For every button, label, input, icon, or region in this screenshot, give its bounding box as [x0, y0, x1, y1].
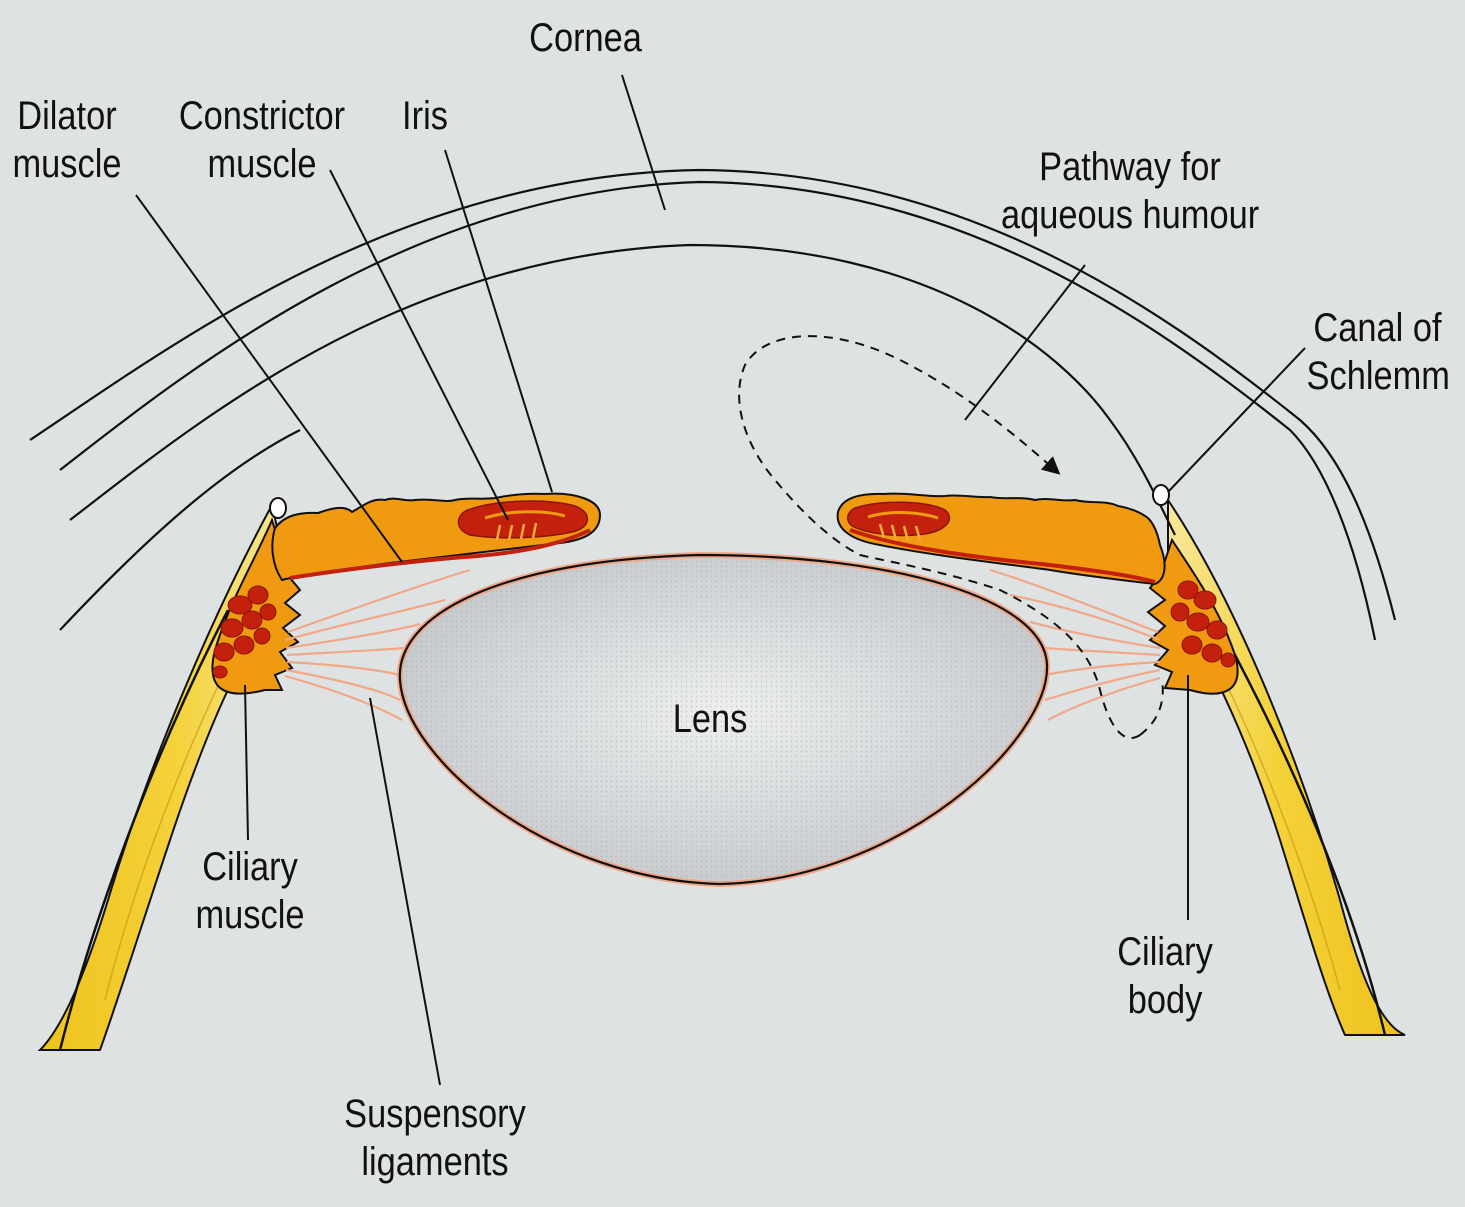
suspensory-line2: ligaments	[340, 1138, 529, 1186]
pathway-line1: Pathway for	[1001, 143, 1259, 191]
constrictor-line2: muscle	[176, 140, 348, 188]
ciliary-muscle-line1: Ciliary	[190, 843, 310, 891]
dilator-line1: Dilator	[11, 92, 123, 140]
canal-line1: Canal of	[1307, 304, 1449, 352]
leader-ciliary-muscle	[245, 685, 248, 840]
label-pathway-aqueous-humour: Pathway for aqueous humour	[1001, 143, 1259, 239]
cornea-text: Cornea	[529, 14, 641, 62]
label-ciliary-muscle: Ciliary muscle	[190, 843, 310, 939]
canal-of-schlemm-right	[1153, 485, 1169, 505]
leader-cornea	[622, 75, 665, 210]
ciliary-body-line2: body	[1109, 976, 1221, 1024]
iris-text: Iris	[391, 92, 460, 140]
leader-dilator	[136, 195, 402, 562]
leader-pathway	[965, 265, 1085, 420]
ciliary-body-line1: Ciliary	[1109, 928, 1221, 976]
lens-text: Lens	[663, 695, 758, 743]
leader-canal	[1168, 348, 1305, 492]
label-cornea: Cornea	[529, 14, 641, 62]
label-canal-of-schlemm: Canal of Schlemm	[1307, 304, 1449, 400]
label-suspensory-ligaments: Suspensory ligaments	[340, 1090, 529, 1186]
label-dilator-muscle: Dilator muscle	[11, 92, 123, 188]
canal-line2: Schlemm	[1307, 352, 1449, 400]
label-constrictor-muscle: Constrictor muscle	[176, 92, 348, 188]
suspensory-line1: Suspensory	[340, 1090, 529, 1138]
label-iris: Iris	[391, 92, 460, 140]
label-lens: Lens	[663, 695, 758, 743]
canal-of-schlemm-left	[270, 498, 286, 518]
leader-suspensory	[370, 698, 440, 1085]
dilator-line2: muscle	[11, 140, 123, 188]
ciliary-muscle-line2: muscle	[190, 891, 310, 939]
leader-iris	[445, 150, 552, 492]
label-ciliary-body: Ciliary body	[1109, 928, 1221, 1024]
constrictor-line1: Constrictor	[176, 92, 348, 140]
pathway-line2: aqueous humour	[1001, 191, 1259, 239]
iris-left-shape	[272, 494, 600, 580]
